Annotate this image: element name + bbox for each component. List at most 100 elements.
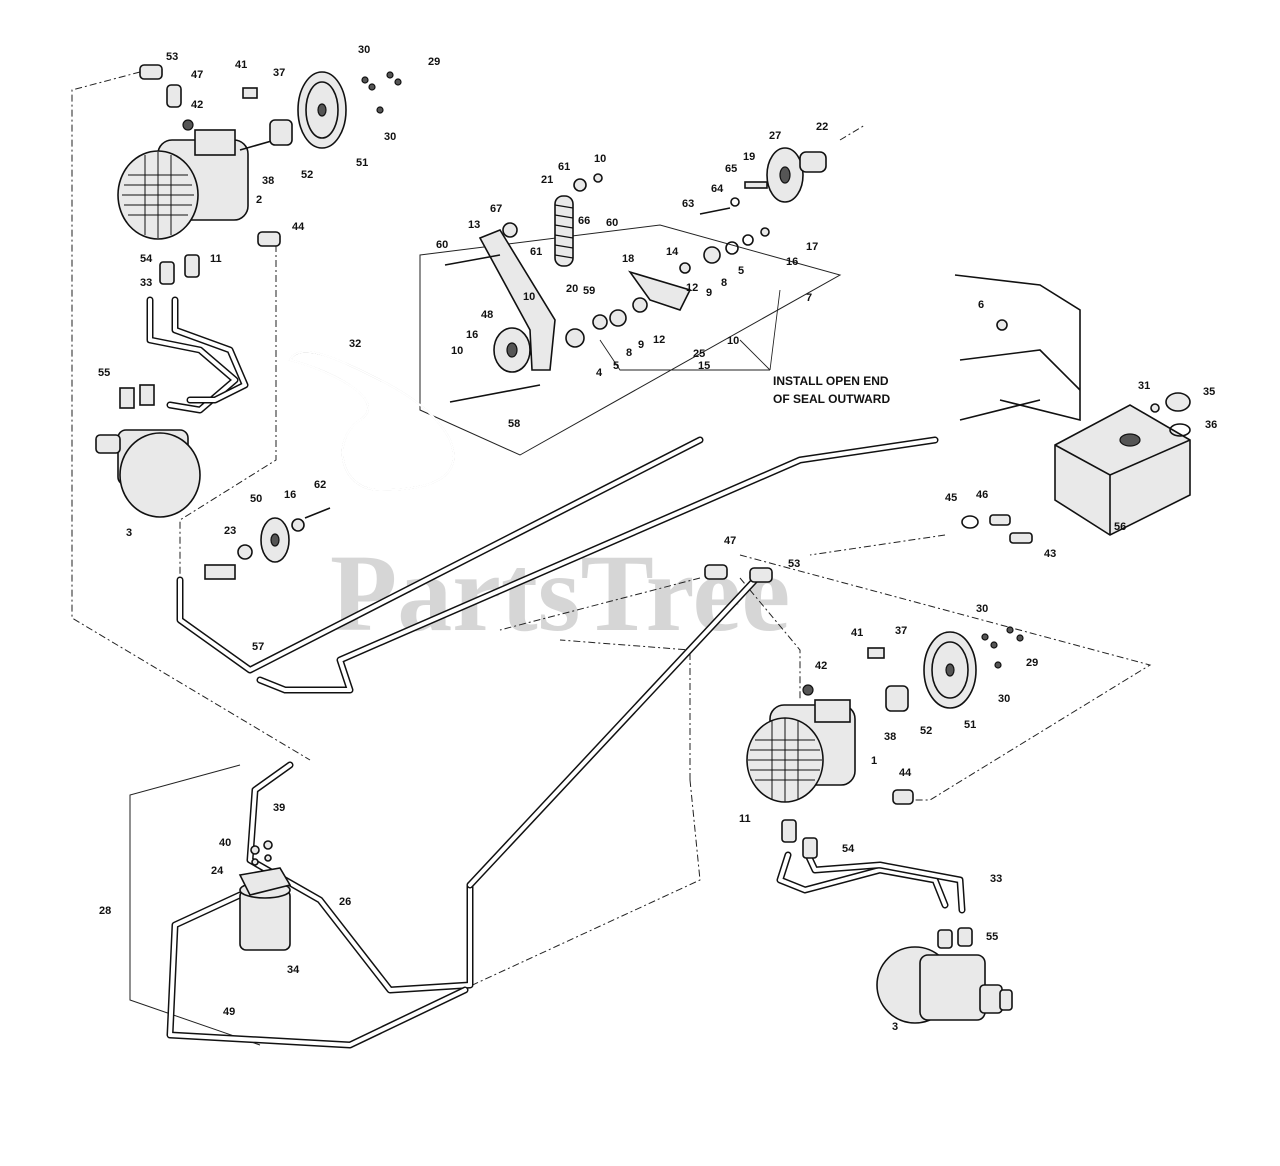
seal-install-note: INSTALL OPEN END OF SEAL OUTWARD [773,374,890,406]
callout-19: 19 [743,151,755,163]
callout-42: 42 [815,660,827,672]
reservoir-tank [954,274,1191,544]
callout-38: 38 [884,731,896,743]
callout-29: 29 [428,56,440,68]
callout-27: 27 [769,130,781,142]
callout-60: 60 [606,217,618,229]
callout-46: 46 [976,489,988,501]
callout-4: 4 [596,367,603,379]
callout-labels: 53 47 42 41 37 30 29 30 51 52 38 2 44 54… [98,44,1217,1033]
callout-30: 30 [976,603,988,615]
callout-64: 64 [711,183,724,195]
callout-23: 23 [224,525,236,537]
upper-idler-pulley [699,124,866,215]
callout-61: 61 [530,246,542,258]
callout-10: 10 [594,153,606,165]
callout-54: 54 [140,253,153,265]
callout-63: 63 [682,198,694,210]
callout-9: 9 [638,339,644,351]
callout-39: 39 [273,802,285,814]
callout-42: 42 [191,99,203,111]
idler-pulley [204,507,331,580]
hydraulic-hoses [166,436,939,1049]
callout-30: 30 [358,44,370,56]
callout-26: 26 [339,896,351,908]
callout-2: 2 [256,194,262,206]
callout-16: 16 [284,489,296,501]
callout-66: 66 [578,215,590,227]
callout-3: 3 [892,1021,898,1033]
callout-53: 53 [166,51,178,63]
callout-8: 8 [721,277,727,289]
callout-3: 3 [126,527,132,539]
callout-30: 30 [384,131,396,143]
callout-62: 62 [314,479,326,491]
callout-16: 16 [466,329,478,341]
callout-17: 17 [806,241,818,253]
callout-18: 18 [622,253,634,265]
callout-58: 58 [508,418,520,430]
callout-50: 50 [250,493,262,505]
callout-10: 10 [727,335,739,347]
callout-67: 67 [490,203,502,215]
callout-32: 32 [349,338,361,350]
callout-14: 14 [666,246,679,258]
callout-21: 21 [541,174,553,186]
callout-12: 12 [686,282,698,294]
callout-5: 5 [613,360,619,372]
pump-pulley-left [139,64,402,247]
callout-37: 37 [895,625,907,637]
callout-30: 30 [998,693,1010,705]
callout-33: 33 [140,277,152,289]
oil-filter [238,840,292,951]
callout-45: 45 [945,492,957,504]
callout-28: 28 [99,905,111,917]
callout-61: 61 [558,161,570,173]
callout-13: 13 [468,219,480,231]
callout-47: 47 [724,535,736,547]
callout-38: 38 [262,175,274,187]
callout-41: 41 [235,59,247,71]
callout-40: 40 [219,837,231,849]
idler-arm-assembly [444,173,770,403]
callout-35: 35 [1203,386,1215,398]
callout-22: 22 [816,121,828,133]
note-line-1: INSTALL OPEN END [773,374,889,388]
callout-52: 52 [920,725,932,737]
drive-belt [288,350,455,492]
callout-33: 33 [990,873,1002,885]
callout-59: 59 [583,285,595,297]
callout-56: 56 [1114,521,1126,533]
callout-51: 51 [964,719,976,731]
callout-55: 55 [986,931,998,943]
callout-37: 37 [273,67,285,79]
callout-29: 29 [1026,657,1038,669]
routing-lines [71,71,1152,1046]
callout-9: 9 [706,287,712,299]
callout-31: 31 [1138,380,1150,392]
note-line-2: OF SEAL OUTWARD [773,392,890,406]
callout-34: 34 [287,964,300,976]
callout-52: 52 [301,169,313,181]
callout-11: 11 [210,253,222,265]
callout-11: 11 [739,813,751,825]
hydro-pump-right [746,626,1024,805]
callout-20: 20 [566,283,578,295]
wheel-motor-right [776,819,1013,1024]
callout-12: 12 [653,334,665,346]
callout-65: 65 [725,163,737,175]
center-fittings [704,564,773,583]
callout-60: 60 [436,239,448,251]
callout-43: 43 [1044,548,1056,560]
hydro-pump-left [117,129,276,240]
callout-8: 8 [626,347,632,359]
callout-7: 7 [806,292,812,304]
callout-53: 53 [788,558,800,570]
callout-49: 49 [223,1006,235,1018]
callout-6: 6 [978,299,984,311]
callout-36: 36 [1205,419,1217,431]
callout-15: 15 [698,360,710,372]
callout-1: 1 [871,755,877,767]
